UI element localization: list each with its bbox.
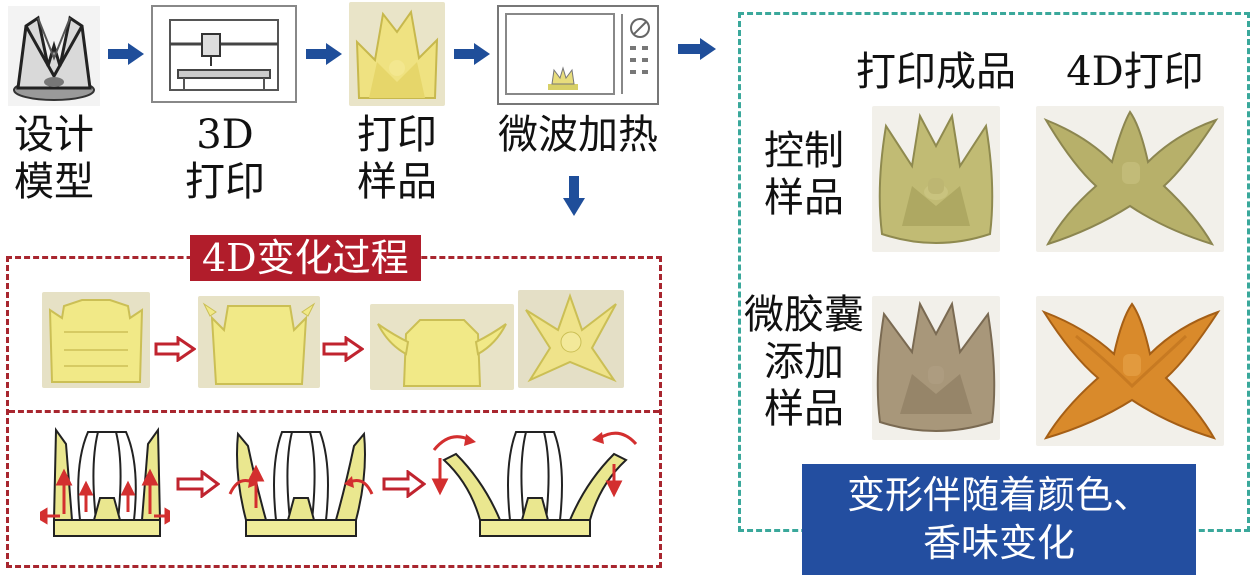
mechanism-arrow-1 bbox=[176, 470, 220, 498]
flow-arrow-2 bbox=[306, 43, 342, 65]
mechanism-diagram-3 bbox=[431, 431, 638, 537]
process-photo-2 bbox=[198, 296, 320, 388]
process-box-divider bbox=[9, 410, 659, 413]
process-arrow-1 bbox=[154, 336, 196, 362]
flow-arrow-3 bbox=[454, 43, 490, 65]
col-header-printed-product: 打印成品 bbox=[856, 49, 1016, 95]
process-photo-1 bbox=[42, 292, 150, 388]
process-photo-3 bbox=[370, 304, 514, 390]
mechanism-diagram-2 bbox=[228, 431, 374, 537]
flow-arrow-to-results bbox=[678, 38, 716, 60]
process-box-title: 4D变化过程 bbox=[190, 235, 421, 281]
col-header-4d-print: 4D打印 bbox=[1066, 49, 1204, 95]
process-photo-4 bbox=[518, 290, 624, 388]
flow-arrow-1 bbox=[108, 43, 144, 65]
row-label-control-sample: 控制 样品 bbox=[764, 128, 844, 222]
control-printed-photo bbox=[872, 106, 1000, 252]
color-aroma-change-note: 变形伴随着颜色、 香味变化 bbox=[802, 464, 1196, 575]
3d-printer-image bbox=[151, 5, 297, 103]
mechanism-diagram-1 bbox=[40, 426, 170, 537]
mechanism-arrow-2 bbox=[382, 470, 426, 498]
row-label-microcapsule-sample: 微胶囊 添加 样品 bbox=[744, 292, 864, 433]
microcapsule-4d-photo bbox=[1036, 296, 1224, 446]
printed-sample-image bbox=[349, 2, 445, 106]
step-label-design-model: 设计 模型 bbox=[14, 112, 94, 206]
design-model-image bbox=[8, 6, 100, 106]
flow-arrow-down bbox=[563, 176, 585, 216]
microcapsule-printed-photo bbox=[872, 296, 1000, 440]
process-arrow-2 bbox=[322, 336, 364, 362]
step-label-microwave-heating: 微波加热 bbox=[498, 112, 658, 158]
step-label-printed-sample: 打印 样品 bbox=[357, 112, 437, 206]
step-label-3d-print: 3D 打印 bbox=[185, 112, 265, 206]
microwave-image bbox=[497, 5, 659, 105]
control-4d-photo bbox=[1036, 106, 1224, 252]
